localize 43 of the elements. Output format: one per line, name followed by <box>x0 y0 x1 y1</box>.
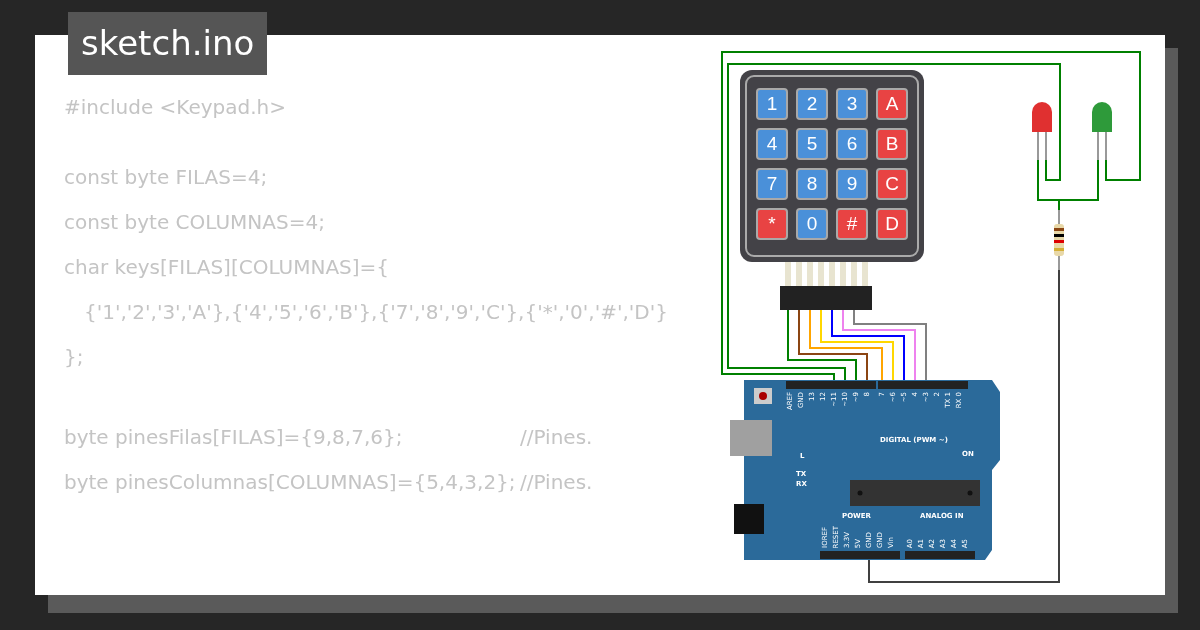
wire <box>787 309 857 381</box>
keypad-key: B <box>876 128 908 160</box>
code-comment: //Pines. <box>520 470 593 494</box>
wire <box>820 309 894 381</box>
code-line: byte pinesColumnas[COLUMNAS]={5,4,3,2}; <box>64 470 516 494</box>
keypad-key: D <box>876 208 908 240</box>
wire <box>868 269 1060 583</box>
keypad-key: A <box>876 88 908 120</box>
file-tab: sketch.ino <box>68 12 268 75</box>
keypad-key: 9 <box>836 168 868 200</box>
circuit-board <box>730 380 1000 560</box>
code-comment: //Pines. <box>520 425 593 449</box>
keypad-key: 4 <box>756 128 788 160</box>
keypad-key: * <box>756 208 788 240</box>
keypad-key: 6 <box>836 128 868 160</box>
keypad-key: 5 <box>796 128 828 160</box>
code-line: const byte COLUMNAS=4; <box>64 210 325 234</box>
wire <box>1058 159 1099 211</box>
wire <box>853 309 927 381</box>
code-line: char keys[FILAS][COLUMNAS]={ <box>64 255 390 279</box>
wire <box>809 309 883 381</box>
wire <box>831 309 905 381</box>
keypad <box>740 70 924 310</box>
code-line: #include <Keypad.h> <box>64 95 287 119</box>
wire <box>842 309 916 381</box>
code-line: const byte FILAS=4; <box>64 165 268 189</box>
wire <box>721 51 1141 381</box>
wire <box>798 309 868 381</box>
keypad-key: 8 <box>796 168 828 200</box>
resistor <box>1052 210 1066 270</box>
wire <box>727 63 1061 381</box>
code-line: {'1','2','3','A'},{'4','5','6','B'},{'7','8','9','C'},{'*','0','#','D'} <box>84 300 668 324</box>
keypad-key: 2 <box>796 88 828 120</box>
led <box>1090 100 1114 160</box>
keypad-key: 1 <box>756 88 788 120</box>
keypad-key: 3 <box>836 88 868 120</box>
keypad-key: 0 <box>796 208 828 240</box>
code-line: }; <box>64 345 84 369</box>
keypad-key: 7 <box>756 168 788 200</box>
code-line: byte pinesFilas[FILAS]={9,8,7,6}; <box>64 425 403 449</box>
led <box>1030 100 1054 160</box>
keypad-key: C <box>876 168 908 200</box>
keypad-key: # <box>836 208 868 240</box>
